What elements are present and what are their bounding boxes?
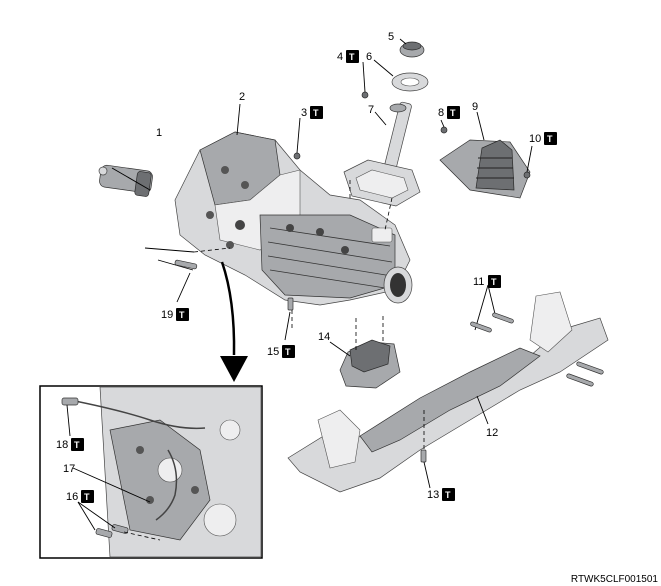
svg-text:2: 2 [239, 91, 245, 103]
part-8-screw [440, 119, 448, 134]
part-19-bolt [144, 247, 231, 303]
svg-text:3: 3 [301, 107, 307, 119]
torque-icon: T [176, 308, 189, 321]
callout-2: 2 [239, 91, 245, 103]
part-9-shift-boot [439, 111, 531, 199]
torque-icon: T [81, 490, 94, 503]
svg-text:T: T [445, 490, 451, 500]
detail-arrow [220, 261, 248, 382]
part-5-knob [399, 38, 425, 58]
callout-13: 13 T [427, 488, 455, 501]
svg-text:19: 19 [161, 309, 173, 321]
callout-10: 10 T [529, 132, 557, 145]
svg-text:15: 15 [267, 346, 279, 358]
detail-inset [39, 385, 263, 559]
svg-text:4: 4 [337, 51, 343, 63]
svg-text:17: 17 [63, 463, 75, 475]
torque-icon: T [447, 106, 460, 119]
svg-text:13: 13 [427, 489, 439, 501]
callout-7: 7 [368, 104, 374, 116]
part-2-transmission-case [174, 103, 413, 306]
callout-3: 3 T [301, 106, 323, 119]
torque-icon: T [544, 132, 557, 145]
svg-text:T: T [491, 277, 497, 287]
svg-text:18: 18 [56, 439, 68, 451]
svg-text:5: 5 [388, 31, 394, 43]
svg-text:T: T [349, 52, 355, 62]
torque-icon: T [310, 106, 323, 119]
svg-text:6: 6 [366, 51, 372, 63]
part-12-crossmember [287, 291, 609, 493]
callout-1: 1 [156, 127, 162, 139]
callout-19: 19 T [161, 308, 189, 321]
svg-text:T: T [313, 108, 319, 118]
part-7-shift-lever [343, 101, 421, 231]
svg-text:T: T [450, 108, 456, 118]
callout-9: 9 [472, 101, 478, 113]
svg-text:12: 12 [486, 427, 498, 439]
callout-18: 18 T [56, 438, 84, 451]
svg-text:14: 14 [318, 331, 330, 343]
torque-icon: T [346, 50, 359, 63]
callout-16: 16 T [66, 490, 94, 503]
part-14-mount [329, 316, 401, 389]
svg-text:8: 8 [438, 107, 444, 119]
torque-icon: T [442, 488, 455, 501]
svg-text:T: T [74, 440, 80, 450]
part-15-bolt [284, 297, 294, 341]
callout-15: 15 T [267, 345, 295, 358]
callout-11: 11 T [473, 275, 501, 288]
svg-text:7: 7 [368, 104, 374, 116]
torque-icon: T [282, 345, 295, 358]
part-6-boot-ring [373, 59, 429, 92]
part-10-screw [523, 145, 533, 179]
svg-text:11: 11 [473, 276, 484, 288]
part-1-actuator [98, 164, 153, 197]
svg-text:T: T [84, 492, 90, 502]
callout-5: 5 [388, 31, 394, 43]
callout-6: 6 [366, 51, 372, 63]
callout-4: 4 T [337, 50, 359, 63]
svg-text:1: 1 [156, 127, 162, 139]
svg-text:T: T [285, 347, 291, 357]
torque-icon: T [488, 275, 501, 288]
torque-icon: T [71, 438, 84, 451]
svg-text:T: T [179, 310, 185, 320]
svg-text:9: 9 [472, 101, 478, 113]
part-13-bolt [420, 410, 431, 489]
svg-text:T: T [547, 134, 553, 144]
part-3-bolt [293, 117, 301, 160]
callout-14: 14 [318, 331, 330, 343]
svg-text:16: 16 [66, 491, 78, 503]
part-4-bolt [361, 61, 369, 99]
callout-12: 12 [486, 427, 498, 439]
callout-8: 8 T [438, 106, 460, 119]
part-11-bolt [470, 284, 604, 387]
figure-code: RTWK5CLF001501 [571, 574, 659, 585]
callout-17: 17 [63, 463, 75, 475]
case-ribs [206, 166, 393, 289]
svg-text:10: 10 [529, 133, 541, 145]
